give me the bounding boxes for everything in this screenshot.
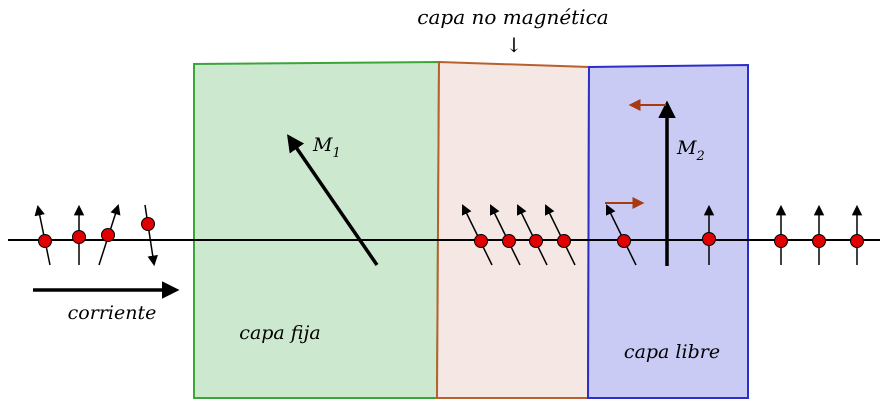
electron [702, 204, 716, 265]
electron [34, 204, 52, 266]
m1-label-main: M [312, 134, 333, 156]
m2-label-sub: 2 [695, 149, 704, 164]
m1-vector [287, 134, 379, 266]
incoming-electrons [34, 204, 158, 267]
nonmagnetic-electrons [461, 204, 576, 266]
nonmagnetic-layer [435, 60, 591, 399]
fixed-layer [193, 60, 441, 399]
electron [72, 204, 86, 265]
m2-label-main: M [676, 137, 697, 159]
outgoing-electrons [774, 204, 864, 265]
nonmagnetic-pointer-arrow: ↓ [506, 33, 523, 57]
m2-label: M2 [676, 137, 705, 164]
m1-label-sub: 1 [332, 146, 340, 161]
fixed-layer-label: capa fija [239, 322, 320, 344]
current-label: corriente [68, 302, 157, 324]
electron [489, 204, 521, 266]
electron [98, 204, 121, 266]
electron [605, 204, 637, 266]
free-layer-electrons [605, 204, 716, 266]
electron [461, 204, 493, 266]
electron [516, 204, 548, 266]
m1-label: M1 [312, 134, 341, 161]
nonmagnetic-layer-label: capa no magnética [417, 5, 608, 29]
free-layer-label: capa libre [624, 341, 720, 363]
electron [774, 204, 788, 265]
electron [141, 204, 158, 267]
electron [544, 204, 576, 266]
electron [850, 204, 864, 265]
electron [812, 204, 826, 265]
